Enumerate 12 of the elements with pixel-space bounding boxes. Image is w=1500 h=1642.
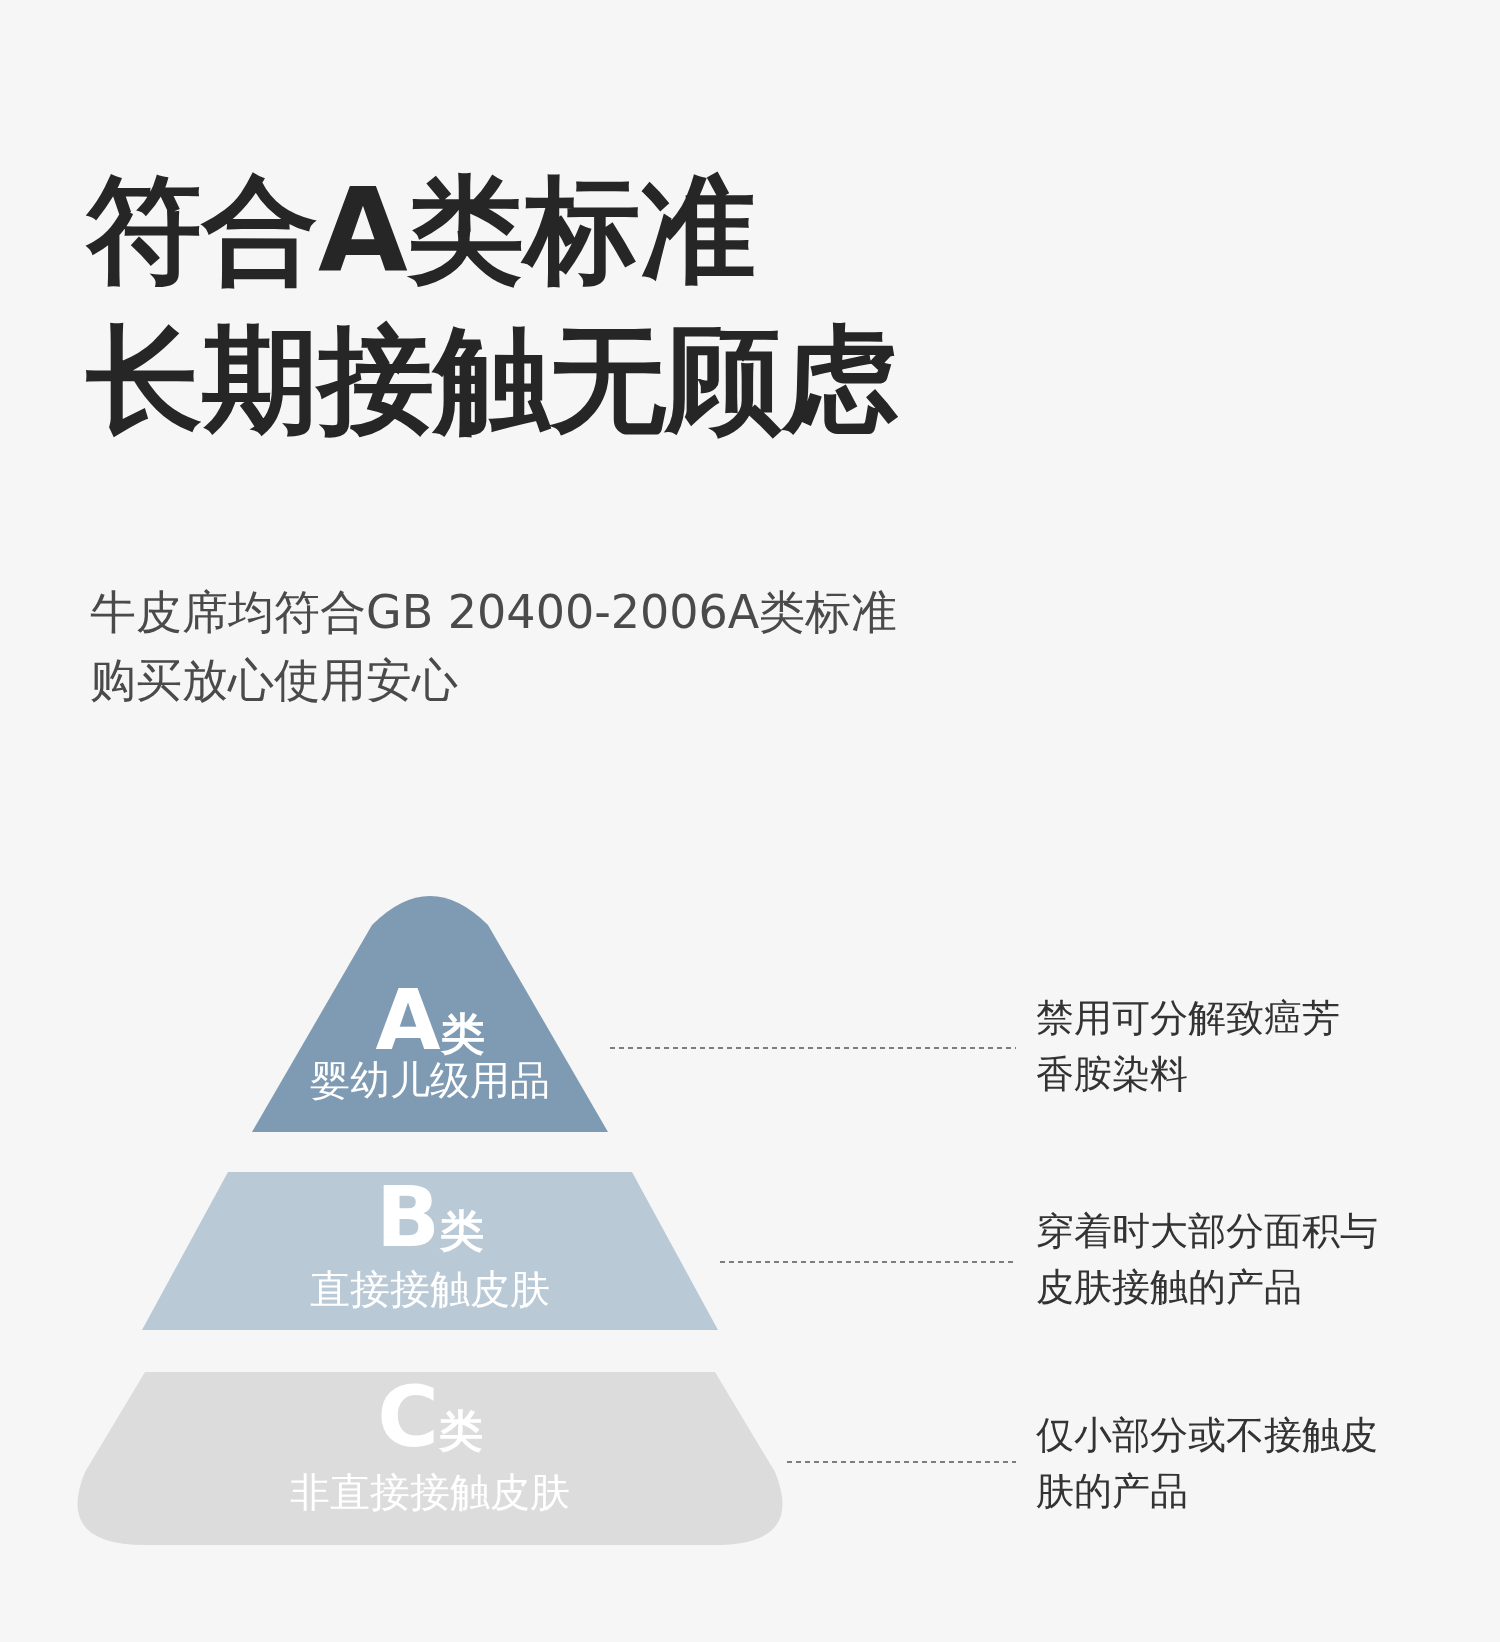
subtitle: 牛皮席均符合GB 20400-2006A类标准购买放心使用安心 <box>90 584 898 709</box>
pyramid-tier <box>142 1172 718 1330</box>
tier-heading: B类 <box>375 1177 485 1268</box>
tier-label: 直接接触皮肤 <box>309 1265 551 1314</box>
description-text: 仅小部分或不接触皮肤的产品 <box>1036 1407 1386 1519</box>
pyramid-tier <box>252 895 608 1132</box>
description-text: 禁用可分解致癌芳香胺染料 <box>1036 990 1366 1102</box>
pyramid-tier <box>75 1372 785 1545</box>
title: 符合A类标准长期接触无顾虑 <box>86 161 898 449</box>
leader-line <box>786 1461 1017 1463</box>
description-text: 穿着时大部分面积与皮肤接触的产品 <box>1036 1203 1386 1315</box>
leader-line <box>609 1047 1017 1049</box>
